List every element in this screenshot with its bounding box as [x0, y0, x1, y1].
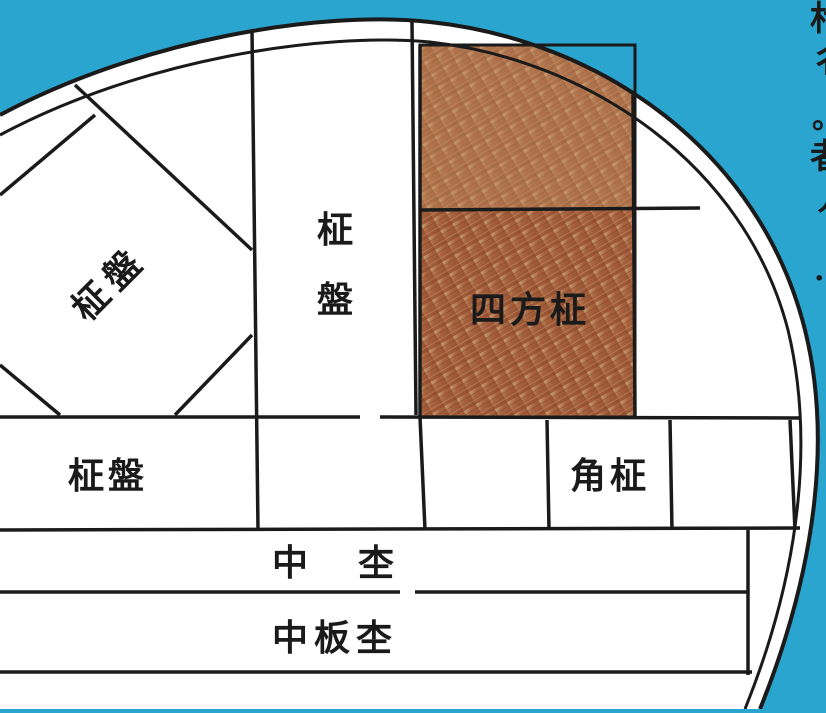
edge-text-5: 丿: [812, 183, 826, 218]
edge-text-1: 杙: [810, 0, 826, 39]
label-masaita-vertical-bottom: 盤: [317, 279, 353, 321]
label-naka-sama: 杢: [358, 542, 394, 584]
label-masaita-vertical-top: 柾: [317, 209, 353, 251]
edge-text-4: 者: [810, 137, 826, 177]
bark-outer-line: [0, 17, 820, 710]
label-naka: 中: [272, 542, 308, 584]
edge-text-2: 彳: [810, 41, 826, 81]
shihomasa-outline: [418, 43, 637, 419]
label-nakaita: 中板杢: [272, 617, 398, 659]
wood-grain-block: [420, 45, 635, 417]
label-kakumasa: 角柾: [570, 455, 650, 497]
label-shihomasa: 四方柾: [470, 289, 590, 331]
label-masaita-left: 柾盤: [68, 455, 148, 497]
edge-text-6: ·: [814, 261, 824, 296]
edge-text-3: 。: [812, 101, 826, 136]
